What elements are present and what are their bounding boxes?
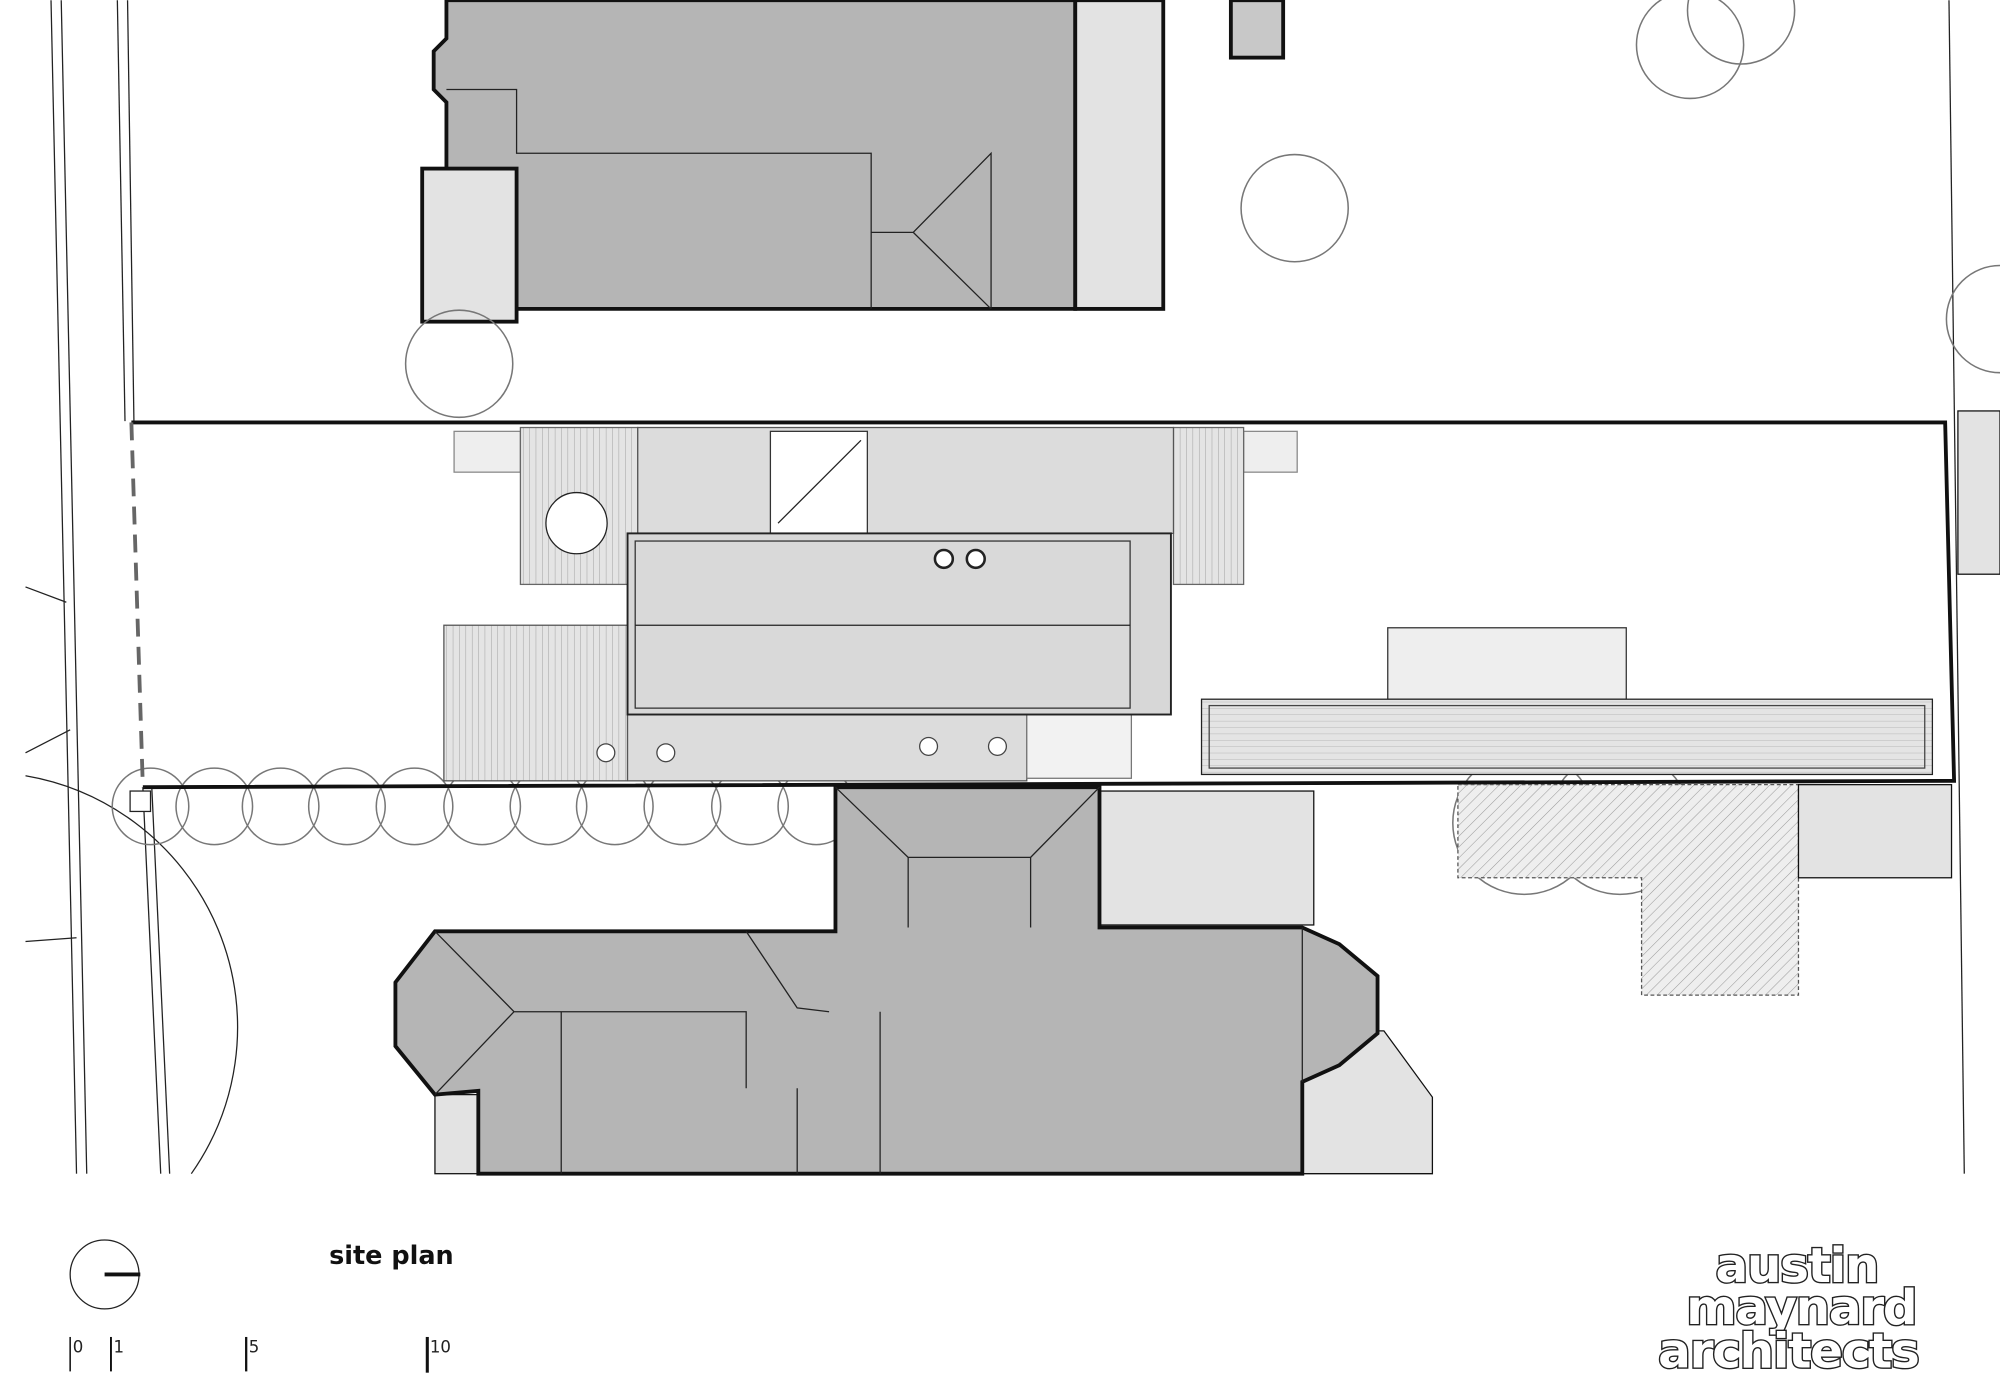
site-boundary [129, 420, 1957, 813]
architect-logo: austin maynard architects [1657, 1237, 1922, 1378]
neighbour-house-south [393, 410, 2000, 1176]
logo-line-2: maynard [1686, 1280, 1916, 1336]
subject-house [443, 426, 1298, 782]
scale-bar: 0 1 5 10 [69, 1336, 451, 1373]
logo-line-1: austin [1716, 1238, 1879, 1294]
north-arrow [69, 1239, 141, 1310]
scale-label-5: 5 [249, 1337, 260, 1356]
rear-studio [1200, 627, 1934, 776]
logo-line-3: architects [1658, 1324, 1918, 1378]
drawing-title: site plan [329, 1241, 454, 1271]
scale-label-0: 0 [73, 1337, 84, 1356]
neighbour-house-north [420, 0, 1286, 324]
scale-label-10: 10 [430, 1337, 451, 1356]
street [25, 0, 1965, 1175]
scale-label-1: 1 [114, 1337, 125, 1356]
